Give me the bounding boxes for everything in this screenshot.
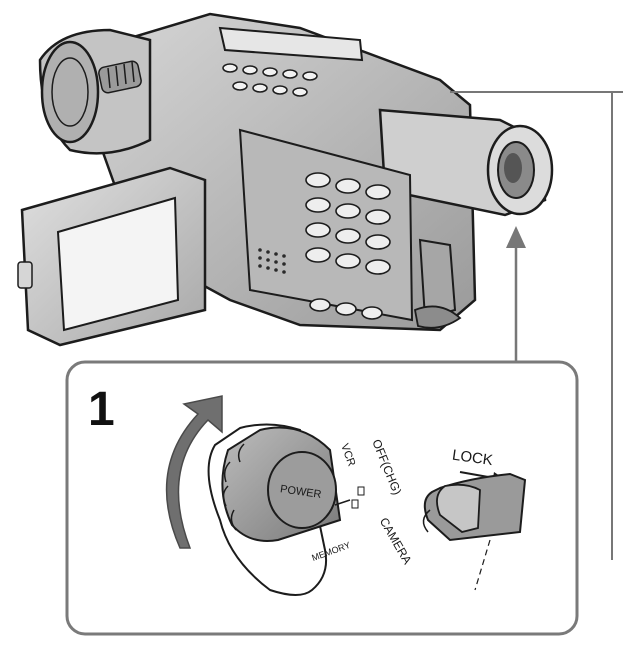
step-number: 1: [88, 383, 115, 436]
lens-front: [40, 40, 100, 144]
rotation-arrow: [165, 395, 223, 549]
power-label: POWER: [279, 483, 322, 501]
pointer-arrow: [506, 226, 526, 362]
lock-finger: [422, 509, 431, 533]
lock-knob: [436, 483, 481, 533]
power-button: [267, 451, 337, 529]
grip-strap: [418, 238, 457, 320]
zoom-lever: [98, 60, 142, 94]
lock-switch-illustration: LOCK: [422, 447, 527, 591]
top-buttons: [222, 63, 318, 97]
dial-ridges: [222, 443, 245, 531]
camcorder-illustration: [17, 12, 554, 347]
lock-label: LOCK: [451, 447, 494, 470]
dial-pointer: [334, 499, 351, 506]
side-panel-buttons: [305, 172, 391, 320]
power-dial-illustration: POWER OFF(CHG) VCR CAMERA MEMORY: [207, 423, 415, 596]
mode-indicator-marks: [351, 486, 365, 509]
lock-guide-line: [474, 539, 491, 591]
lcd-latch: [17, 261, 33, 289]
top-panel: [218, 26, 364, 62]
lcd-screen: [56, 196, 180, 332]
speaker-grille: [258, 248, 286, 274]
power-dial-on-body: [413, 305, 462, 329]
